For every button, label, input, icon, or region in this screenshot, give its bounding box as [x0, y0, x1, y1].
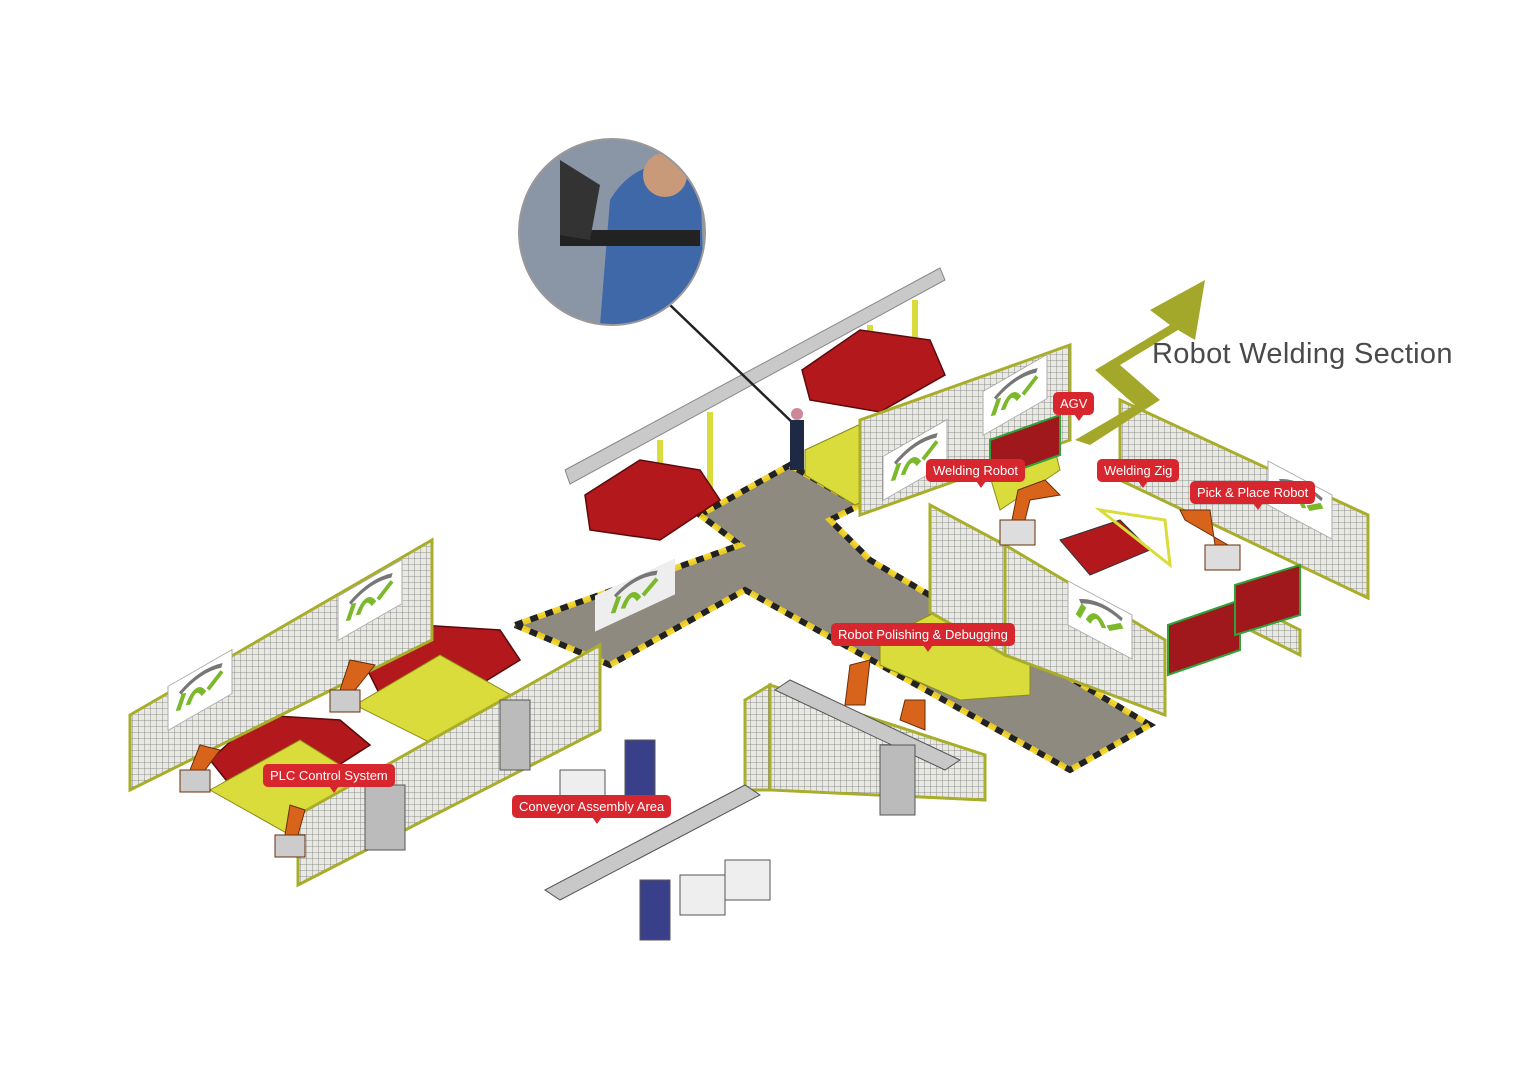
label-robot-polishing: Robot Polishing & Debugging: [831, 623, 1015, 652]
safety-fences: [128, 342, 1370, 888]
label-welding-robot: Welding Robot: [926, 459, 1026, 488]
welding-jig: [1059, 507, 1172, 576]
exoskeleton-photo: [518, 138, 706, 326]
floor-dnc-logo: [595, 558, 675, 632]
industrial-robots: [179, 479, 1241, 858]
label-plc-control: PLC Control System: [263, 764, 395, 793]
label-conveyor-assembly: Conveyor Assembly Area: [512, 795, 672, 824]
worker-figure: [669, 304, 804, 470]
label-pick-place-robot: Pick & Place Robot: [1190, 481, 1316, 510]
label-welding-zig: Welding Zig: [1097, 459, 1180, 488]
section-title: Robot Welding Section: [1152, 338, 1453, 370]
direction-arrow-icon: [1075, 280, 1205, 445]
label-agv: AGV: [1053, 392, 1095, 421]
